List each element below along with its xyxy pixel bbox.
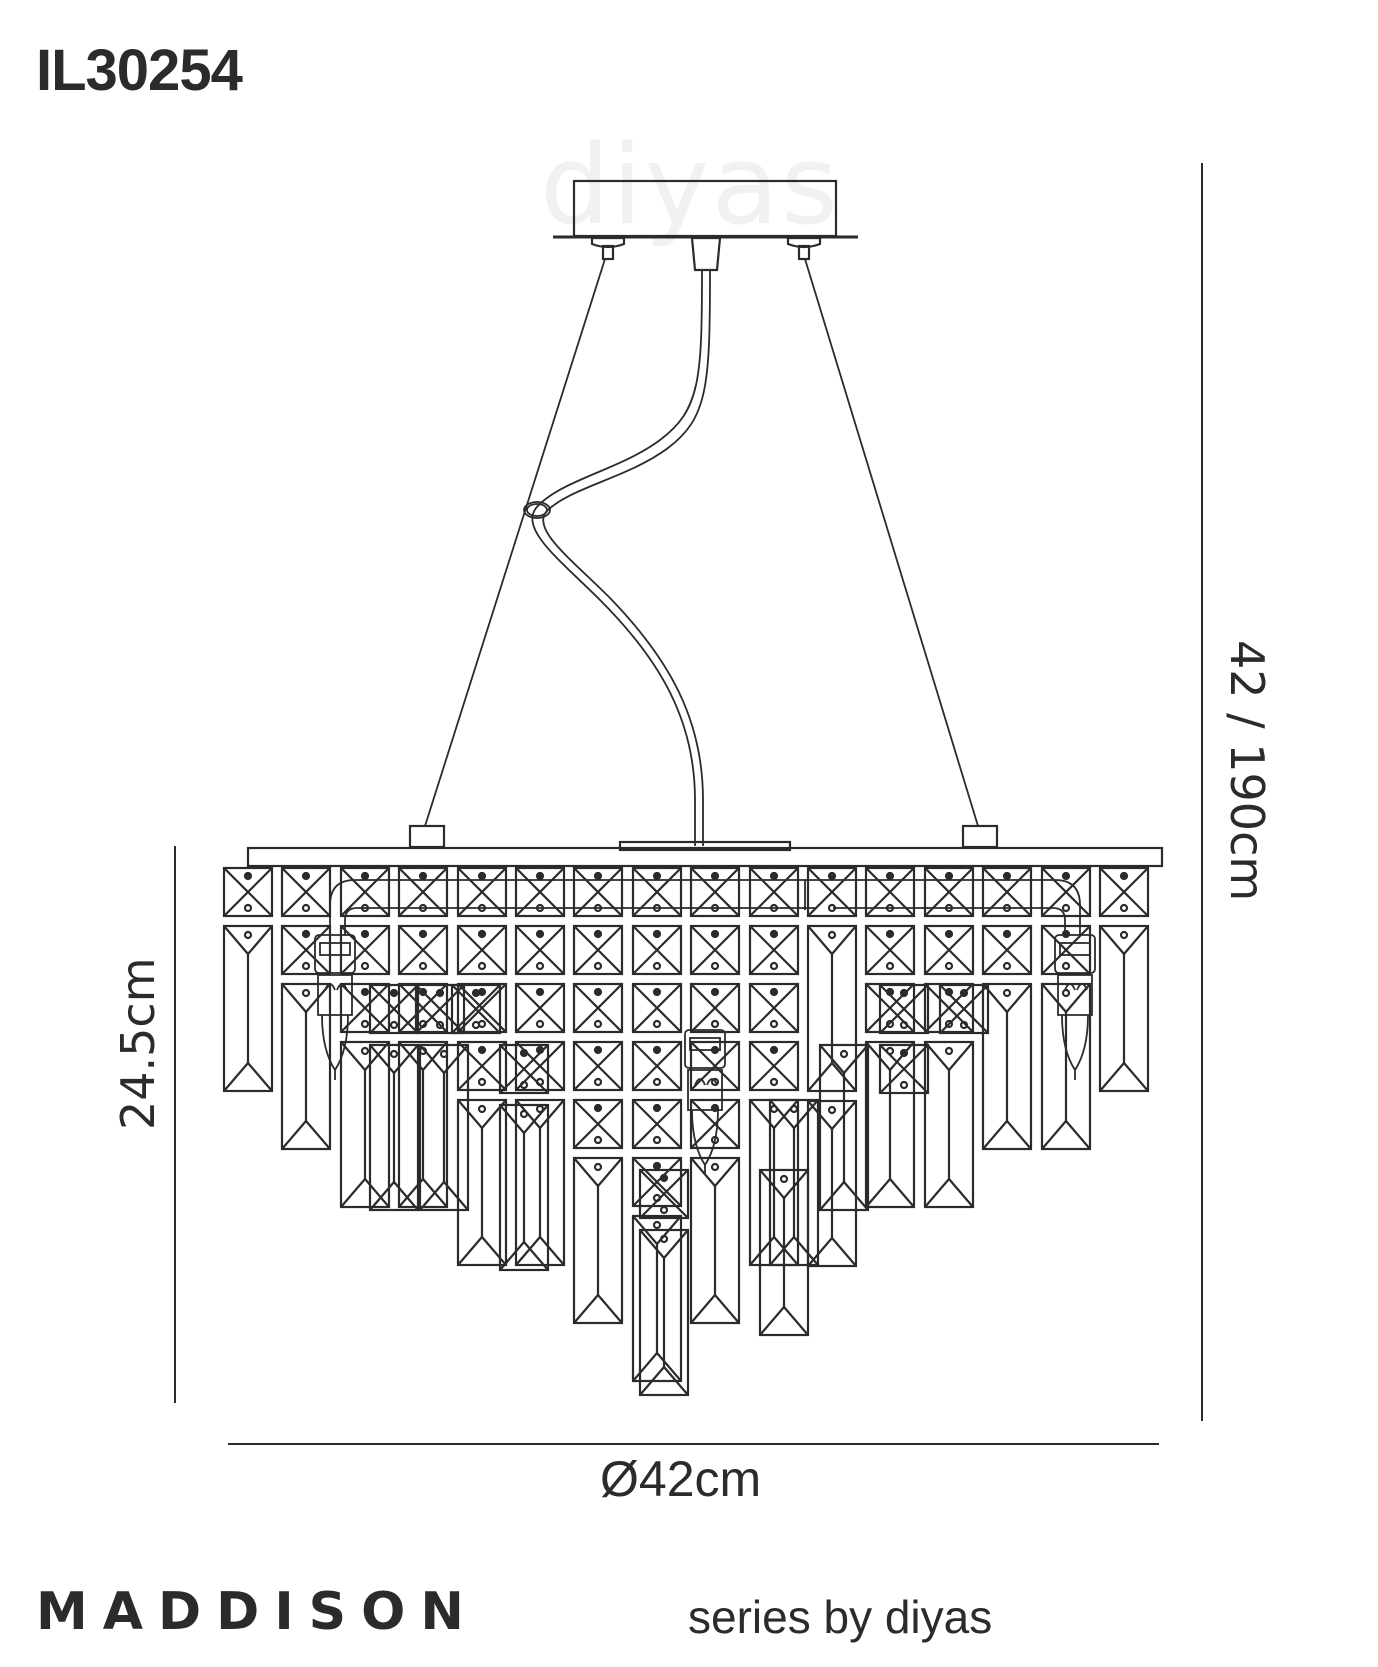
suspension-wires [424,258,979,827]
lamp-holder-left [314,934,356,1080]
lamp-holder-right [1054,934,1096,1080]
series-tagline: series by diyas [688,1591,993,1643]
diameter-dimension-label: Ø42cm [600,1451,762,1507]
series-name: MADDISON [36,1582,479,1642]
internal-wiring [329,879,1081,935]
crystal-drops [222,866,1150,1397]
height-dimension-label: 24.5cm [111,957,165,1130]
product-code: IL30254 [36,38,243,103]
dimension-lines [174,163,1203,1445]
brand-watermark: diyas [540,121,841,249]
power-cable [523,269,711,846]
ceiling-canopy [553,179,858,272]
top-frame [246,824,1164,868]
total-height-dimension-label: 42 / 190cm [1220,640,1274,902]
lamp-holder-center [684,1029,726,1175]
